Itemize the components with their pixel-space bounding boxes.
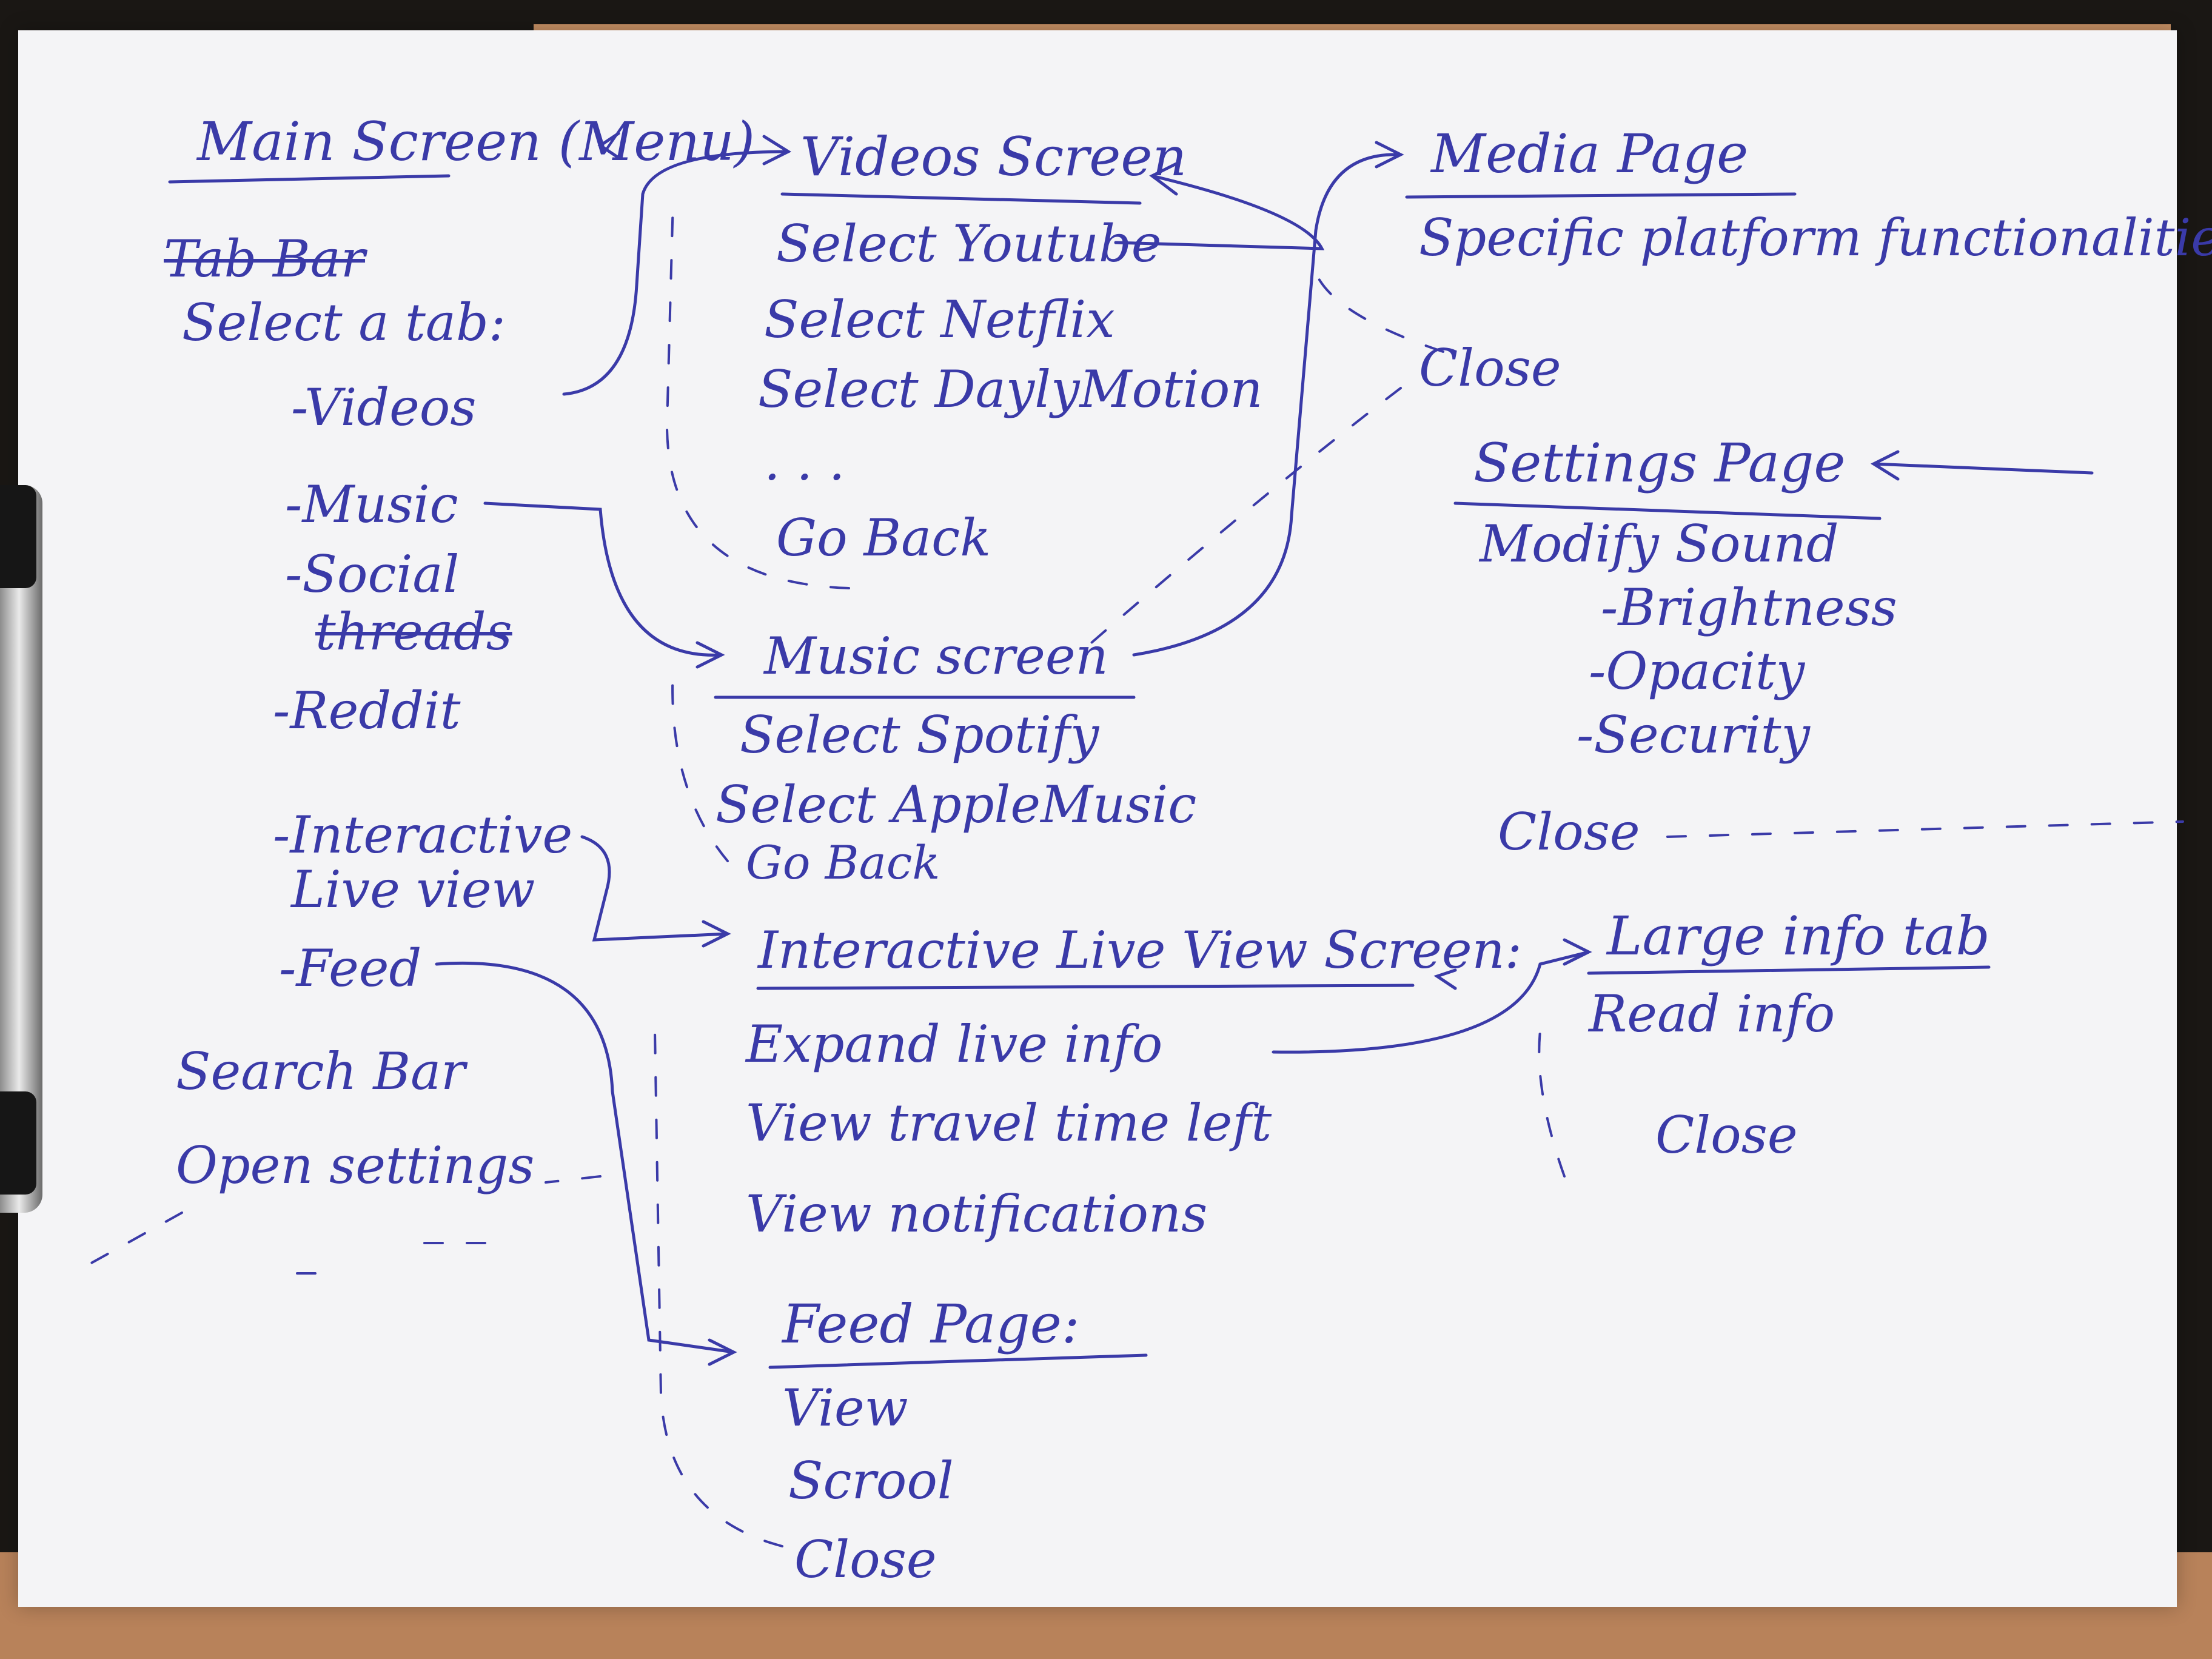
clip-cap-bottom xyxy=(0,1091,36,1195)
music-item-spotify: Select Spotify xyxy=(740,705,1099,765)
music-item-apple-music: Select AppleMusic xyxy=(716,775,1197,834)
live-view-item-notifications: View notifications xyxy=(746,1184,1208,1244)
music-screen-title: Music screen xyxy=(764,626,1108,686)
live-view-screen-title: Interactive Live View Screen: xyxy=(758,920,1522,980)
main-menu-item-interactive: -Interactive xyxy=(273,805,573,865)
main-screen-struck-label: Tab Bar xyxy=(164,229,366,289)
videos-item-netflix: Select Netflix xyxy=(764,290,1115,349)
videos-item-go-back: Go Back xyxy=(776,508,991,568)
arrow-videos xyxy=(562,135,792,396)
settings-item-brightness: -Brightness xyxy=(1601,578,1897,637)
clip-cap-top xyxy=(0,485,36,588)
videos-screen-title: Videos Screen xyxy=(800,126,1187,188)
main-menu-item-live-view: Live view xyxy=(291,860,535,919)
media-item-close: Close xyxy=(1419,338,1561,398)
arrow-music xyxy=(483,501,725,669)
large-info-tab-title: Large info tab xyxy=(1607,905,1990,967)
main-menu-item-videos: -Videos xyxy=(291,378,477,437)
media-item-platform-functionalities: Specific platform functionalities xyxy=(1419,208,2212,267)
arrow-back-to-videos xyxy=(1114,162,1325,250)
main-menu-item-feed: -Feed xyxy=(279,939,422,998)
videos-item-youtube: Select Youtube xyxy=(776,214,1162,273)
dashed-return-videos xyxy=(665,199,850,589)
main-screen-search-bar: Search Bar xyxy=(176,1042,466,1101)
main-menu-item-reddit: -Reddit xyxy=(273,681,461,740)
large-info-item-read-info: Read info xyxy=(1589,984,1835,1044)
videos-item-ellipsis: . . . xyxy=(764,432,845,492)
live-view-item-travel-time: View travel time left xyxy=(746,1093,1272,1153)
feed-item-close: Close xyxy=(794,1530,937,1589)
dashed-large-info-close xyxy=(1538,1030,1566,1178)
main-menu-item-music: -Music xyxy=(285,475,458,534)
live-view-item-expand-info: Expand live info xyxy=(746,1014,1163,1074)
main-screen-title: Main Screen (Menu) xyxy=(197,110,756,173)
main-screen-prompt: Select a tab: xyxy=(182,293,506,352)
clipboard-clip xyxy=(0,485,42,1213)
media-page-title: Media Page xyxy=(1431,122,1749,185)
main-menu-item-threads-struck: threads xyxy=(315,602,512,662)
large-info-underline xyxy=(1587,965,1991,975)
feed-item-scrool: Scrool xyxy=(788,1451,954,1510)
dashed-media-to-music xyxy=(1090,387,1402,644)
main-screen-underline xyxy=(168,174,451,184)
settings-item-close: Close xyxy=(1498,802,1640,862)
main-screen-open-settings: Open settings xyxy=(176,1136,535,1195)
dashed-settings-close xyxy=(1666,820,2184,838)
videos-screen-underline xyxy=(780,192,1142,205)
arrow-media-page xyxy=(1132,141,1404,657)
live-view-underline xyxy=(756,984,1415,990)
settings-item-modify-sound: Modify Sound xyxy=(1480,514,1839,574)
media-page-underline xyxy=(1405,192,1797,199)
settings-item-security: -Security xyxy=(1577,705,1811,765)
paper-sheet xyxy=(18,30,2177,1607)
arrow-settings-page xyxy=(1870,450,2094,481)
settings-page-underline xyxy=(1453,501,1882,520)
feed-item-view: View xyxy=(782,1378,908,1438)
videos-item-daylymotion: Select DaylyMotion xyxy=(758,360,1263,419)
main-menu-item-social: -Social xyxy=(285,545,460,604)
arrow-back-to-live-view xyxy=(1433,968,1457,990)
music-item-go-back: Go Back xyxy=(746,836,940,890)
dashed-media-close xyxy=(1315,272,1444,353)
arrow-back-to-main xyxy=(597,132,620,159)
dashed-return-music xyxy=(671,666,729,862)
large-info-item-close: Close xyxy=(1655,1105,1798,1165)
dashed-return-feed xyxy=(654,1030,783,1547)
arrow-feed xyxy=(435,961,737,1366)
feed-page-title: Feed Page: xyxy=(782,1293,1080,1355)
arrow-large-info xyxy=(1272,938,1592,1054)
settings-item-opacity: -Opacity xyxy=(1589,642,1805,701)
feed-page-underline xyxy=(768,1353,1148,1369)
arrow-live-view xyxy=(580,835,731,948)
settings-page-title: Settings Page xyxy=(1473,432,1846,494)
